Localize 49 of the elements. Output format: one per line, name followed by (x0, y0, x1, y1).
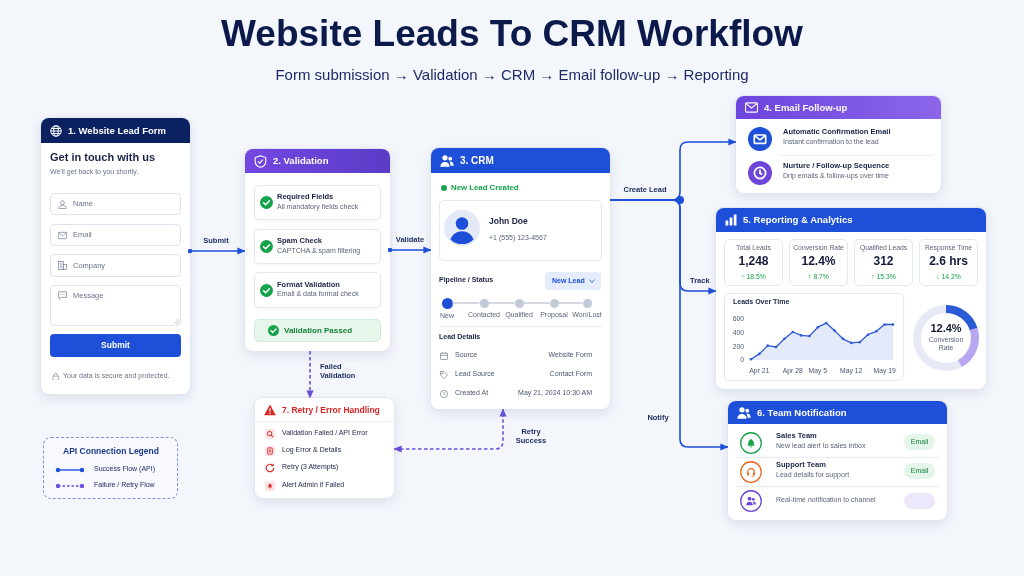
flow-subtitle: Form submission → Validation → CRM → Email follow-up → Reporting (275, 66, 749, 84)
email-card (736, 96, 941, 193)
status-text: Validation Passed (284, 325, 353, 336)
legend-title: API Connection Legend (63, 446, 159, 457)
contact-name: John Doe (489, 216, 528, 227)
notification-card (728, 401, 947, 520)
form-heading: Get in touch with us (50, 151, 156, 165)
arrow (187, 247, 246, 255)
page-title: Website Leads To CRM Workflow (221, 13, 803, 56)
kpi-value: 12.4% (801, 254, 836, 269)
check-item (254, 272, 381, 308)
contact-card (439, 200, 602, 261)
kpi-value: 1,248 (738, 254, 769, 269)
dashed-double-arrow (393, 408, 507, 453)
form-card (41, 118, 190, 394)
card-title: 6. Team Notification (757, 406, 847, 419)
step-marker (514, 298, 524, 308)
kpi-value: 2.6 hrs (929, 254, 968, 269)
card-title: 4. Email Follow-up (764, 101, 848, 114)
step-marker (549, 298, 559, 308)
dashed-arrow (306, 350, 314, 399)
kpi-value: 312 (873, 254, 894, 269)
connector-line (557, 302, 584, 304)
connector-line (487, 302, 516, 304)
check-item (254, 229, 381, 264)
kpi-tile (724, 239, 783, 286)
card-title: 3. CRM (460, 154, 494, 167)
card-title: 2. Validation (273, 155, 329, 167)
step-marker (479, 298, 489, 308)
check-item (254, 185, 381, 220)
step-marker (582, 298, 592, 308)
connector-line (451, 302, 481, 304)
arrow (387, 246, 432, 254)
connector-line (522, 302, 551, 304)
card-title: 1. Website Lead Form (68, 124, 166, 137)
retry-card (255, 398, 394, 498)
submit-button: Submit (50, 334, 181, 357)
arrow (609, 199, 729, 451)
crm-card (431, 148, 610, 409)
kpi-tile (919, 239, 978, 286)
validation-card (245, 149, 390, 351)
card-title: 5. Reporting & Analytics (743, 214, 853, 226)
card-title: 7. Retry / Error Handling (282, 404, 380, 416)
ring-value: 12.4% (930, 322, 962, 336)
step-marker (441, 297, 453, 309)
reporting-card (716, 208, 986, 389)
kpi-tile (854, 239, 913, 286)
status-banner (254, 319, 381, 342)
kpi-tile (789, 239, 848, 286)
